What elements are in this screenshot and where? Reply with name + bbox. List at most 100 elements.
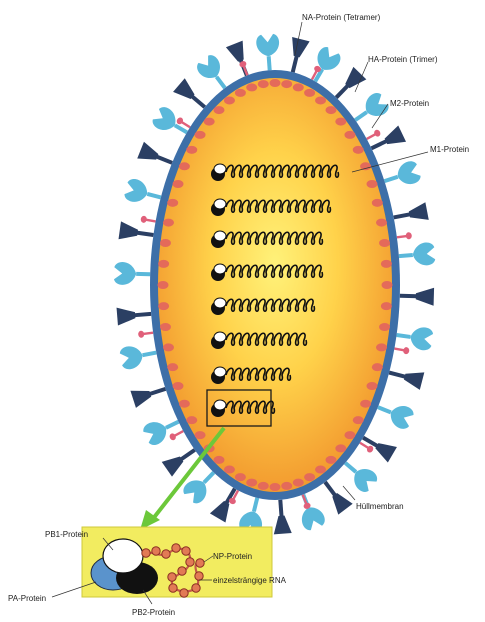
label-pb2-protein: PB2-Protein bbox=[132, 608, 175, 617]
label-rna: einzelsträngige RNA bbox=[213, 576, 287, 585]
np-bead bbox=[196, 559, 204, 567]
ha-spike bbox=[398, 242, 436, 268]
np-bead bbox=[172, 544, 180, 552]
na-spike bbox=[392, 202, 429, 226]
m1-protein-unit bbox=[195, 131, 206, 139]
na-spike bbox=[400, 287, 435, 306]
m1-protein-unit bbox=[326, 456, 337, 464]
m1-protein-unit bbox=[304, 473, 315, 481]
ha-spike bbox=[293, 490, 327, 532]
m1-protein-unit bbox=[186, 146, 197, 154]
m1-protein-unit bbox=[281, 482, 292, 490]
m1-protein-unit bbox=[366, 180, 377, 188]
label-m2-protein: M2-Protein bbox=[390, 99, 429, 108]
np-bead bbox=[168, 573, 176, 581]
na-spike bbox=[368, 125, 406, 156]
m1-protein-unit bbox=[258, 80, 269, 88]
m1-protein-unit bbox=[293, 479, 304, 487]
m1-protein-unit bbox=[381, 260, 392, 268]
na-spike bbox=[130, 380, 168, 408]
np-bead bbox=[152, 547, 160, 555]
m1-protein-unit bbox=[372, 199, 383, 207]
m1-protein-unit bbox=[270, 79, 281, 87]
label-huellmembran: Hüllmembran bbox=[356, 502, 404, 511]
na-spike bbox=[271, 499, 291, 534]
m1-protein-unit bbox=[344, 431, 355, 439]
m1-protein-unit bbox=[270, 483, 281, 491]
m1-protein-unit bbox=[376, 219, 387, 227]
np-bead bbox=[178, 567, 186, 575]
m1-protein-unit bbox=[204, 118, 215, 126]
m1-protein-unit bbox=[214, 106, 225, 114]
m2-channel bbox=[396, 232, 412, 241]
np-bead bbox=[142, 549, 150, 557]
m1-protein-unit bbox=[186, 416, 197, 424]
m1-protein-unit bbox=[353, 416, 364, 424]
na-spike bbox=[119, 221, 155, 244]
virus-core bbox=[158, 78, 392, 492]
ha-spike bbox=[114, 262, 151, 286]
m1-protein-unit bbox=[195, 431, 206, 439]
m1-protein-unit bbox=[167, 363, 178, 371]
ha-spike bbox=[395, 324, 434, 352]
rnp-detail bbox=[82, 527, 272, 597]
m1-protein-unit bbox=[173, 180, 184, 188]
na-spike bbox=[284, 37, 310, 74]
m1-protein-unit bbox=[293, 83, 304, 91]
np-bead bbox=[169, 584, 177, 592]
m1-protein-unit bbox=[235, 473, 246, 481]
m2-channel bbox=[168, 428, 185, 441]
np-bead bbox=[186, 558, 194, 566]
m1-protein-unit bbox=[158, 302, 169, 310]
m1-protein-unit bbox=[335, 118, 346, 126]
m1-protein-unit bbox=[214, 456, 225, 464]
m1-protein-unit bbox=[179, 162, 190, 170]
np-bead bbox=[192, 584, 200, 592]
m1-protein-unit bbox=[353, 146, 364, 154]
m1-protein-unit bbox=[304, 89, 315, 97]
m1-protein-unit bbox=[379, 323, 390, 331]
m1-protein-unit bbox=[179, 400, 190, 408]
ha-spike bbox=[123, 177, 164, 208]
label-np-protein: NP-Protein bbox=[213, 552, 252, 561]
ha-spike bbox=[381, 159, 422, 192]
label-pb1-protein: PB1-Protein bbox=[45, 530, 88, 539]
m1-protein-unit bbox=[376, 343, 387, 351]
m1-protein-unit bbox=[224, 96, 235, 104]
ha-spike bbox=[256, 33, 281, 71]
label-pa-protein: PA-Protein bbox=[8, 594, 46, 603]
m1-protein-unit bbox=[160, 323, 171, 331]
m1-protein-unit bbox=[344, 131, 355, 139]
m1-protein-unit bbox=[315, 96, 326, 104]
m1-protein-unit bbox=[326, 106, 337, 114]
np-bead bbox=[162, 550, 170, 558]
m2-channel bbox=[140, 215, 156, 225]
m1-protein-unit bbox=[315, 466, 326, 474]
np-bead bbox=[182, 547, 190, 555]
na-spike bbox=[117, 305, 152, 326]
m1-protein-unit bbox=[372, 363, 383, 371]
m1-protein-unit bbox=[246, 83, 257, 91]
m1-protein-unit bbox=[360, 400, 371, 408]
m1-protein-unit bbox=[246, 479, 257, 487]
ha-spike bbox=[119, 341, 159, 370]
na-spike bbox=[137, 142, 175, 171]
m2-channel bbox=[394, 345, 410, 355]
m1-protein-unit bbox=[381, 302, 392, 310]
label-m1-protein: M1-Protein bbox=[430, 145, 469, 154]
m1-protein-unit bbox=[360, 162, 371, 170]
m2-channel bbox=[365, 129, 382, 142]
label-ha-protein: HA-Protein (Trimer) bbox=[368, 55, 438, 64]
np-bead bbox=[180, 589, 188, 597]
m1-protein-unit bbox=[167, 199, 178, 207]
m1-protein-unit bbox=[163, 219, 174, 227]
m1-protein-unit bbox=[224, 466, 235, 474]
m2-channel bbox=[138, 329, 154, 338]
m1-protein-unit bbox=[173, 382, 184, 390]
m1-protein-unit bbox=[281, 80, 292, 88]
m1-protein-unit bbox=[366, 382, 377, 390]
na-spike bbox=[226, 41, 255, 79]
np-bead bbox=[195, 572, 203, 580]
m1-protein-unit bbox=[382, 281, 393, 289]
